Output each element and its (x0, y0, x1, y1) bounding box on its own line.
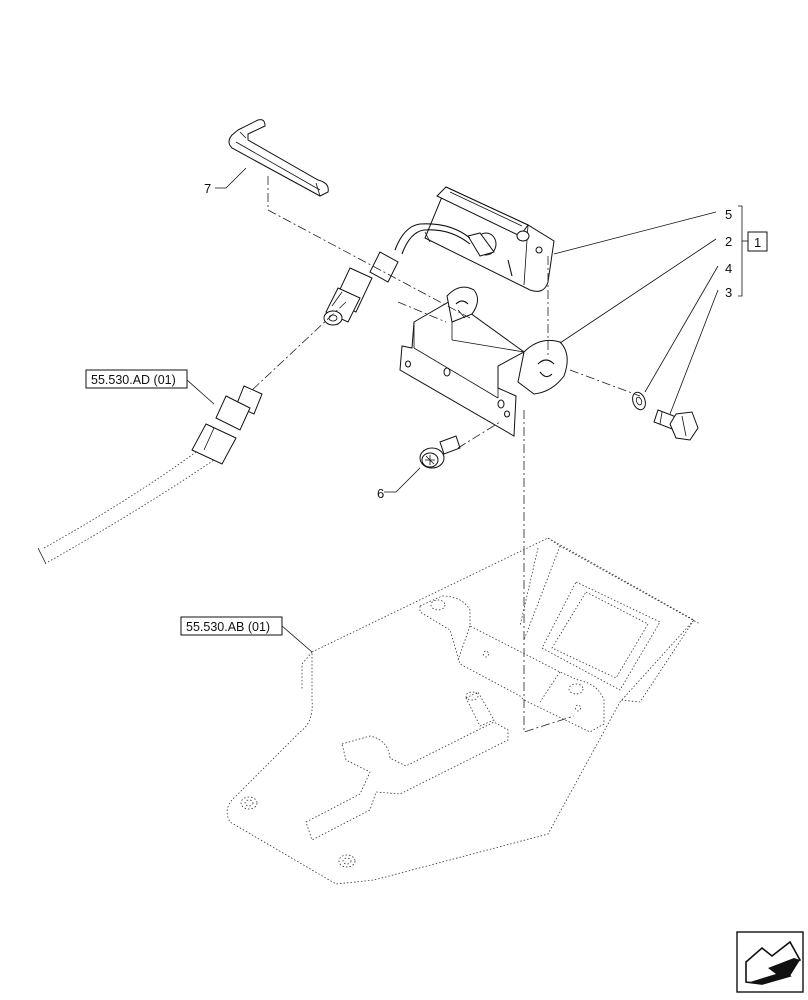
part-4-washer (632, 391, 646, 411)
callout-3: 3 (725, 285, 732, 300)
part-6-screw (419, 435, 461, 469)
assembly-kit-box (747, 231, 768, 252)
base-mounting-plate (226, 537, 701, 885)
part-7-key (228, 119, 329, 197)
harness-reference[interactable]: 55.530.AD (01) (85, 369, 188, 389)
part-3-bolt (653, 409, 699, 441)
part-2-mounting-bracket (399, 286, 568, 437)
part-5-camera-module (394, 186, 555, 292)
bracket-reference[interactable]: 55.530.AB (01) (180, 616, 283, 636)
callout-2: 2 (725, 234, 732, 249)
camera-connector (323, 251, 399, 326)
assembly-centerlines (249, 176, 641, 733)
callout-4: 4 (725, 261, 732, 276)
callout-1: 1 (754, 235, 761, 250)
callout-7: 7 (204, 181, 211, 196)
bracket-reference-text[interactable]: 55.530.AB (01) (186, 620, 270, 634)
leader-lines (186, 167, 748, 653)
harness-reference-text[interactable]: 55.530.AD (01) (91, 373, 176, 387)
callout-5: 5 (725, 207, 732, 222)
wiring-harness (37, 385, 263, 565)
callout-6: 6 (377, 486, 384, 501)
callout-labels: 7 5 2 4 3 6 1 (204, 181, 768, 501)
next-page-arrow-icon[interactable] (736, 931, 804, 993)
